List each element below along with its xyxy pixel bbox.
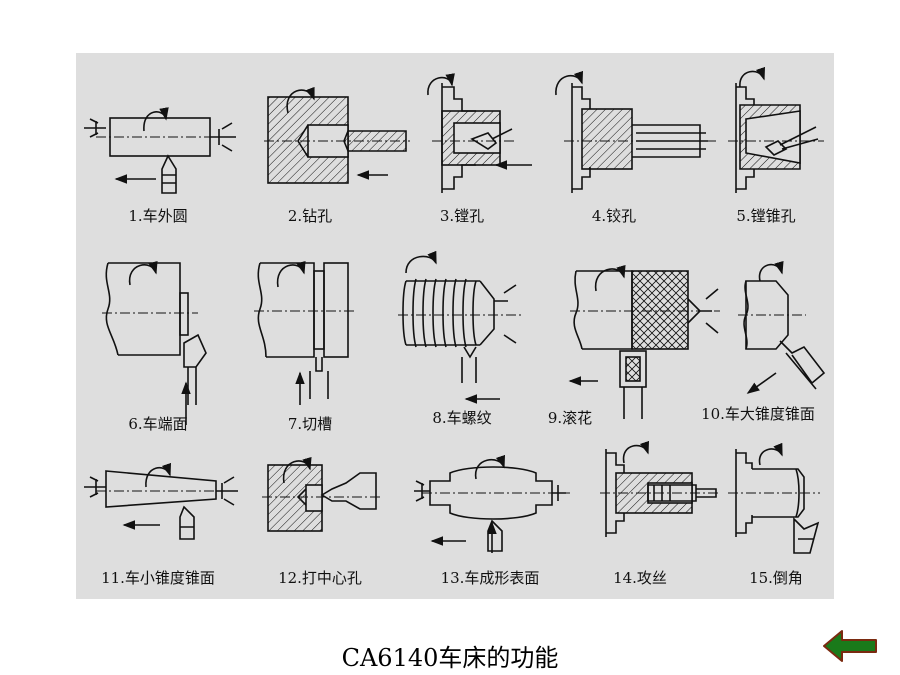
op-label-4: 4.铰孔 (591, 207, 637, 225)
op-label-14: 14.攻丝 (613, 569, 667, 587)
op3-diagram (427, 73, 532, 193)
op-label-12: 12.打中心孔 (278, 569, 362, 587)
op-label-3: 3.镗孔 (439, 207, 485, 225)
operations-panel: 1.车外圆 2.钻孔 3.镗孔 4.铰孔 5.镗锥孔 6.车端面 7.切槽 8.… (76, 53, 834, 599)
op9-diagram (568, 264, 720, 419)
operations-diagram (84, 66, 826, 554)
op-label-8: 8.车螺纹 (432, 409, 492, 427)
op7-diagram (254, 260, 356, 405)
back-arrow-icon (823, 630, 877, 662)
op-label-2: 2.钻孔 (287, 207, 333, 225)
op-label-6: 6.车端面 (128, 415, 188, 433)
op-label-15: 15.倒角 (749, 569, 803, 587)
op4-diagram (555, 70, 716, 193)
op-label-7: 7.切槽 (287, 415, 333, 433)
op8-diagram (398, 250, 522, 404)
op1-diagram (84, 107, 236, 194)
op-label-5: 5.镗锥孔 (736, 207, 796, 225)
op-label-11: 11.车小锥度锥面 (101, 569, 215, 587)
op-label-1: 1.车外圆 (128, 207, 188, 225)
op-label-9: 9.滚花 (547, 409, 593, 427)
page-caption: CA6140车床的功能 (341, 644, 559, 672)
op14-diagram (600, 440, 720, 537)
op6-diagram (102, 260, 207, 425)
op-label-10: 10.车大锥度锥面 (701, 405, 815, 423)
op-label-13: 13.车成形表面 (440, 569, 540, 587)
op2-diagram (264, 86, 410, 184)
op11-diagram (84, 462, 240, 540)
op10-diagram (738, 260, 826, 394)
op13-diagram (414, 454, 570, 553)
back-button[interactable] (822, 628, 880, 664)
op5-diagram (728, 66, 824, 193)
op12-diagram (262, 456, 382, 532)
op15-diagram (728, 442, 820, 554)
